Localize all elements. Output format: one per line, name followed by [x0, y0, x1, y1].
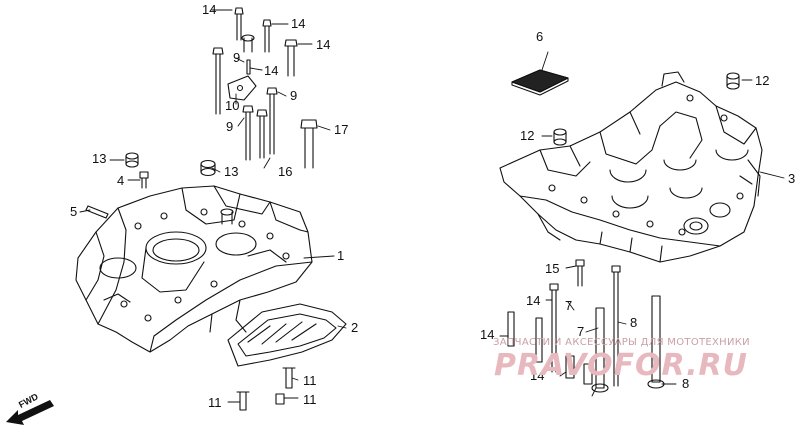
- callout-3: 3: [788, 171, 796, 186]
- callout-14: 14: [530, 368, 545, 383]
- callout-2: 2: [351, 320, 359, 335]
- callout-13: 13: [92, 151, 107, 166]
- callout-17: 17: [334, 122, 349, 137]
- callout-15: 15: [545, 261, 560, 276]
- callout-12: 12: [520, 128, 535, 143]
- watermark-caption: ЗАПЧАСТИ И АКСЕССУАРЫ ДЛЯ МОТОТЕХНИКИ: [493, 337, 750, 348]
- callout-11: 11: [208, 395, 222, 410]
- upper-bolt-cluster: [212, 7, 318, 169]
- callout-8: 8: [630, 315, 638, 330]
- callout-11: 11: [303, 373, 317, 388]
- bottom-bolts: [236, 367, 296, 411]
- callout-14: 14: [291, 16, 306, 31]
- forward-arrow-icon: [6, 400, 54, 425]
- callout-13: 13: [224, 164, 239, 179]
- leader-lines: [79, 9, 785, 403]
- callout-14: 14: [264, 63, 279, 78]
- callout-14: 14: [202, 2, 217, 17]
- watermark-brand: PRAVOFOR.RU: [494, 348, 748, 383]
- upper-crankcase: [75, 185, 313, 353]
- oil-pan-strainer: [227, 303, 347, 367]
- lower-bolt-set: [507, 259, 665, 393]
- callout-7: 7: [565, 298, 573, 313]
- callout-9: 9: [290, 88, 298, 103]
- callout-11: 11: [303, 392, 317, 407]
- callout-10: 10: [225, 98, 240, 113]
- callout-16: 16: [278, 164, 293, 179]
- callout-4: 4: [117, 173, 125, 188]
- right-dowels: [553, 72, 740, 146]
- callout-14: 14: [526, 293, 541, 308]
- callout-14: 14: [316, 37, 331, 52]
- callout-7: 7: [577, 324, 585, 339]
- callout-1: 1: [337, 248, 345, 263]
- lower-crankcase: [499, 71, 763, 263]
- filter-screen: [511, 69, 569, 96]
- callout-9: 9: [233, 50, 241, 65]
- callout-9: 9: [226, 119, 234, 134]
- callout-14: 14: [480, 327, 495, 342]
- callout-8: 8: [682, 376, 690, 391]
- callout-5: 5: [70, 204, 78, 219]
- callout-6: 6: [536, 29, 544, 44]
- left-small-parts: [85, 152, 216, 219]
- callout-12: 12: [755, 73, 770, 88]
